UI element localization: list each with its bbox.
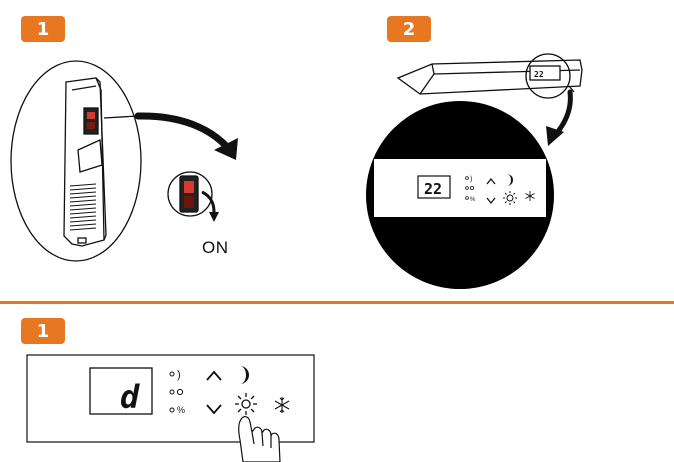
svg-text:): ): [470, 176, 472, 183]
heater-top-zoom-ring: [525, 53, 571, 99]
panel-strip: [374, 159, 546, 217]
panel-frame: [26, 354, 315, 443]
svg-text:%: %: [470, 197, 476, 203]
heater-zoom-oval: [10, 60, 142, 262]
sun-icon-large: [235, 393, 257, 415]
panel-display-large-value: d: [120, 378, 140, 416]
up-arrow-icon: [486, 177, 496, 185]
switch-on-label: ON: [202, 238, 229, 257]
control-panel-large: d ) %: [26, 354, 315, 462]
step-number: 1: [36, 18, 50, 40]
snowflake-icon-large: [274, 397, 290, 413]
section-divider: [0, 301, 674, 304]
step-badge-1-top: 1: [21, 16, 65, 42]
heater-top-view: 22: [396, 53, 583, 99]
heater-top-body: [396, 59, 583, 95]
down-arrow-icon: [486, 197, 496, 205]
up-arrow-icon-large: [206, 370, 222, 381]
heater-side-view: [10, 60, 142, 262]
switch-zoom-circle: [167, 171, 219, 222]
step-number: 2: [402, 18, 416, 40]
mode-indicators-large: ) %: [169, 369, 185, 415]
heater-switch: [83, 107, 99, 135]
heater-body: [63, 77, 105, 247]
control-panel-zoom: 22 ) %: [366, 101, 554, 289]
heater-vent: [69, 183, 97, 231]
down-arrow-icon-large: [206, 404, 222, 415]
curved-arrow-icon: [134, 112, 238, 160]
step-badge-1-bottom: 1: [21, 318, 65, 344]
pointing-hand-icon: [238, 416, 281, 462]
moon-icon: [507, 174, 513, 186]
svg-text:): ): [177, 369, 181, 381]
panel-display-large: [89, 367, 153, 415]
panel-display: [417, 175, 451, 199]
curved-arrow-small-icon: [546, 89, 573, 146]
step-badge-2-top: 2: [387, 16, 431, 42]
svg-text:22: 22: [534, 70, 544, 79]
sun-icon: [503, 191, 517, 205]
panel-display-value: 22: [424, 180, 442, 198]
step-number: 1: [36, 320, 50, 342]
mode-indicators: ) %: [465, 176, 476, 203]
moon-icon-large: [240, 366, 249, 384]
svg-text:%: %: [177, 405, 185, 415]
snowflake-icon: [525, 191, 535, 201]
